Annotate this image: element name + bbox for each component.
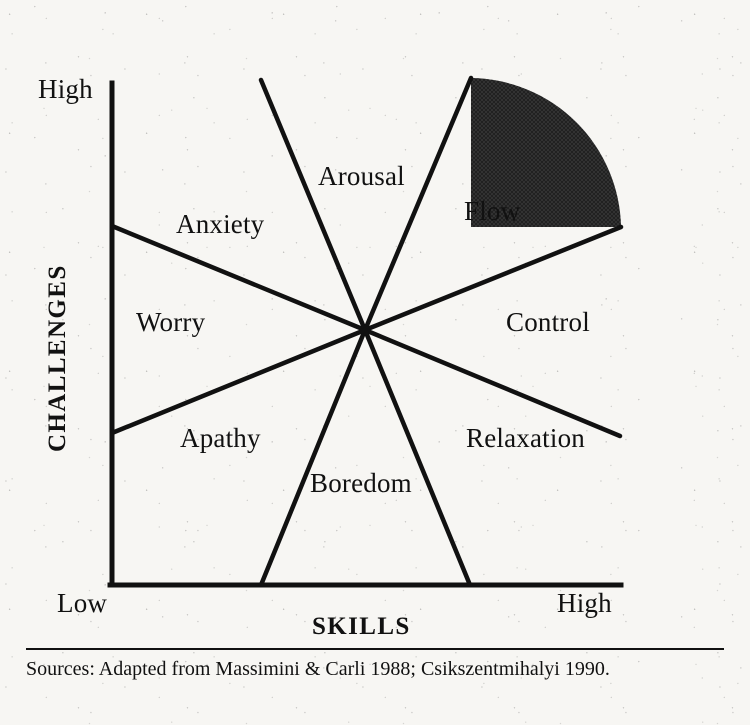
divider-anxiety-worry: [109, 223, 368, 333]
sector-label-worry: Worry: [136, 307, 206, 337]
divider-control-relaxation: [362, 327, 623, 439]
divider-relaxation-boredom: [362, 327, 473, 588]
axis-lines: [107, 80, 624, 588]
x-axis-low-label: Low: [57, 588, 108, 618]
x-axis-title: SKILLS: [312, 613, 411, 640]
y-axis-high-label: High: [38, 74, 93, 104]
sector-label-control: Control: [506, 307, 590, 337]
x-axis-high-label: High: [557, 588, 612, 618]
divider-apathy-worry: [109, 327, 368, 436]
sector-label-flow: Flow: [464, 196, 521, 226]
footer-divider-rule: [26, 648, 724, 650]
flow-shaded-region: [471, 78, 621, 227]
divider-arousal-flow: [362, 75, 474, 333]
sector-label-anxiety: Anxiety: [176, 209, 265, 239]
source-note: Sources: Adapted from Massimini & Carli …: [26, 658, 610, 680]
y-axis-title: CHALLENGES: [44, 264, 71, 452]
divider-boredom-apathy: [258, 327, 368, 588]
divider-flow-control: [362, 224, 624, 333]
divider-anxiety-arousal: [258, 77, 368, 333]
sector-label-boredom: Boredom: [310, 468, 412, 498]
sector-label-arousal: Arousal: [318, 161, 405, 191]
sector-label-relaxation: Relaxation: [466, 423, 585, 453]
sector-divider-lines: [109, 75, 624, 588]
sector-label-apathy: Apathy: [180, 423, 261, 453]
